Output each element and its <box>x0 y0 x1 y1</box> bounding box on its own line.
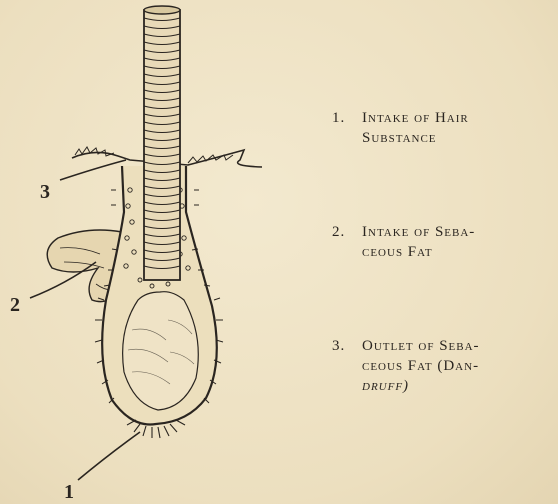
legend-line: Intake of Seba- <box>332 222 554 242</box>
pointer-line-3 <box>60 160 126 180</box>
legend-line: druff) <box>332 376 554 396</box>
legend-number: 3. <box>332 336 362 356</box>
callout-label-1: 1 <box>64 481 74 503</box>
legend-line: ceous Fat (Dan- <box>332 356 554 376</box>
legend-item-1: 1. Intake of Hair Substance <box>332 108 554 148</box>
legend-line: ceous Fat <box>332 242 554 262</box>
legend-line: Intake of Hair <box>332 108 554 128</box>
dermal-papilla <box>123 292 199 410</box>
callout-label-2: 2 <box>10 294 20 316</box>
legend-number: 1. <box>332 108 362 128</box>
legend-line: Outlet of Seba- <box>332 336 554 356</box>
legend-number: 2. <box>332 222 362 242</box>
legend-line: Substance <box>332 128 554 148</box>
pointer-line-1 <box>78 432 140 480</box>
legend-item-3: 3. Outlet of Seba- ceous Fat (Dan- druff… <box>332 336 554 396</box>
legend-item-2: 2. Intake of Seba- ceous Fat <box>332 222 554 262</box>
hair-shaft <box>144 6 180 280</box>
callout-label-3: 3 <box>40 181 50 203</box>
